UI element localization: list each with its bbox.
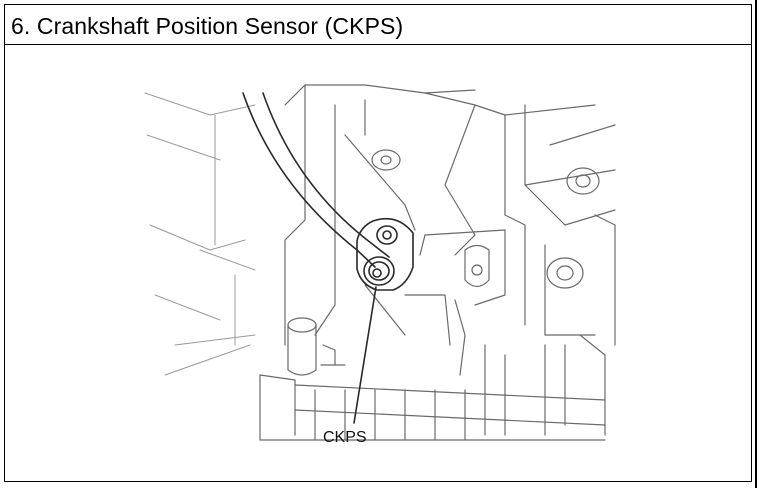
left-housing-lines xyxy=(144,92,256,376)
bolt-bosses xyxy=(371,149,600,289)
sensor-wire-harness xyxy=(242,92,390,268)
section-title: 6. Crankshaft Position Sensor (CKPS) xyxy=(11,13,404,39)
ckps-sensor-icon xyxy=(356,217,414,291)
section-frame: 6. Crankshaft Position Sensor (CKPS) xyxy=(4,4,752,482)
callout-leader-line xyxy=(353,286,377,424)
oil-pan-lines xyxy=(259,374,606,441)
engine-line-drawing: CKPS xyxy=(144,84,616,446)
dowel-post xyxy=(287,317,346,376)
section-header: 6. Crankshaft Position Sensor (CKPS) xyxy=(5,5,751,45)
ckps-illustration: CKPS xyxy=(5,45,751,481)
engine-block-lines xyxy=(284,84,616,436)
page-border-rule xyxy=(755,0,757,488)
callout-label-ckps: CKPS xyxy=(323,429,367,446)
